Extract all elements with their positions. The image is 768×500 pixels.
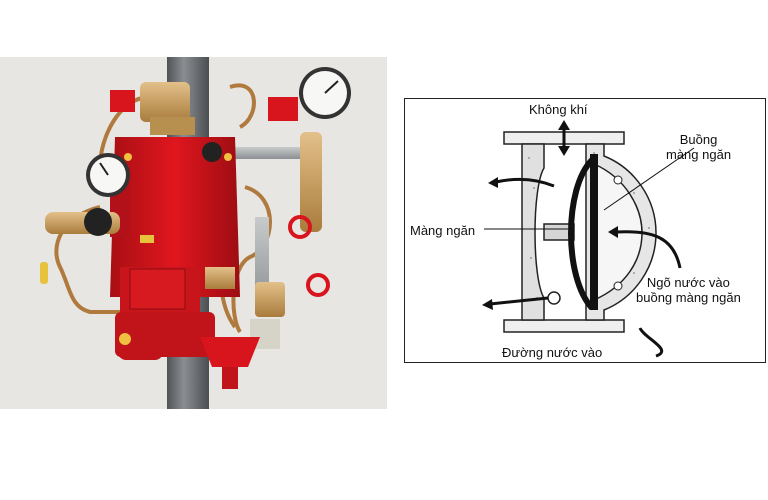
label-air: Không khí bbox=[529, 102, 588, 117]
deluge-valve-photo bbox=[0, 57, 387, 409]
label-diaphragm-chamber: Buồng màng ngăn bbox=[666, 132, 732, 162]
pressure-gauge-left bbox=[86, 153, 130, 197]
diaphragm bbox=[568, 157, 595, 311]
label-water-inlet: Đường nước vào bbox=[502, 345, 603, 360]
drain-funnel bbox=[200, 337, 260, 367]
pressure-gauge-top bbox=[299, 67, 351, 119]
label-diaphragm: Màng ngăn bbox=[410, 223, 476, 238]
label-water-inlet-to-chamber: Ngõ nước vào buồng màng ngăn bbox=[636, 275, 741, 305]
valve-cross-section-diagram: Không khí Buồng màng ngăn Màng ngăn Ngõ … bbox=[404, 98, 766, 363]
leader-chamber bbox=[603, 147, 695, 211]
